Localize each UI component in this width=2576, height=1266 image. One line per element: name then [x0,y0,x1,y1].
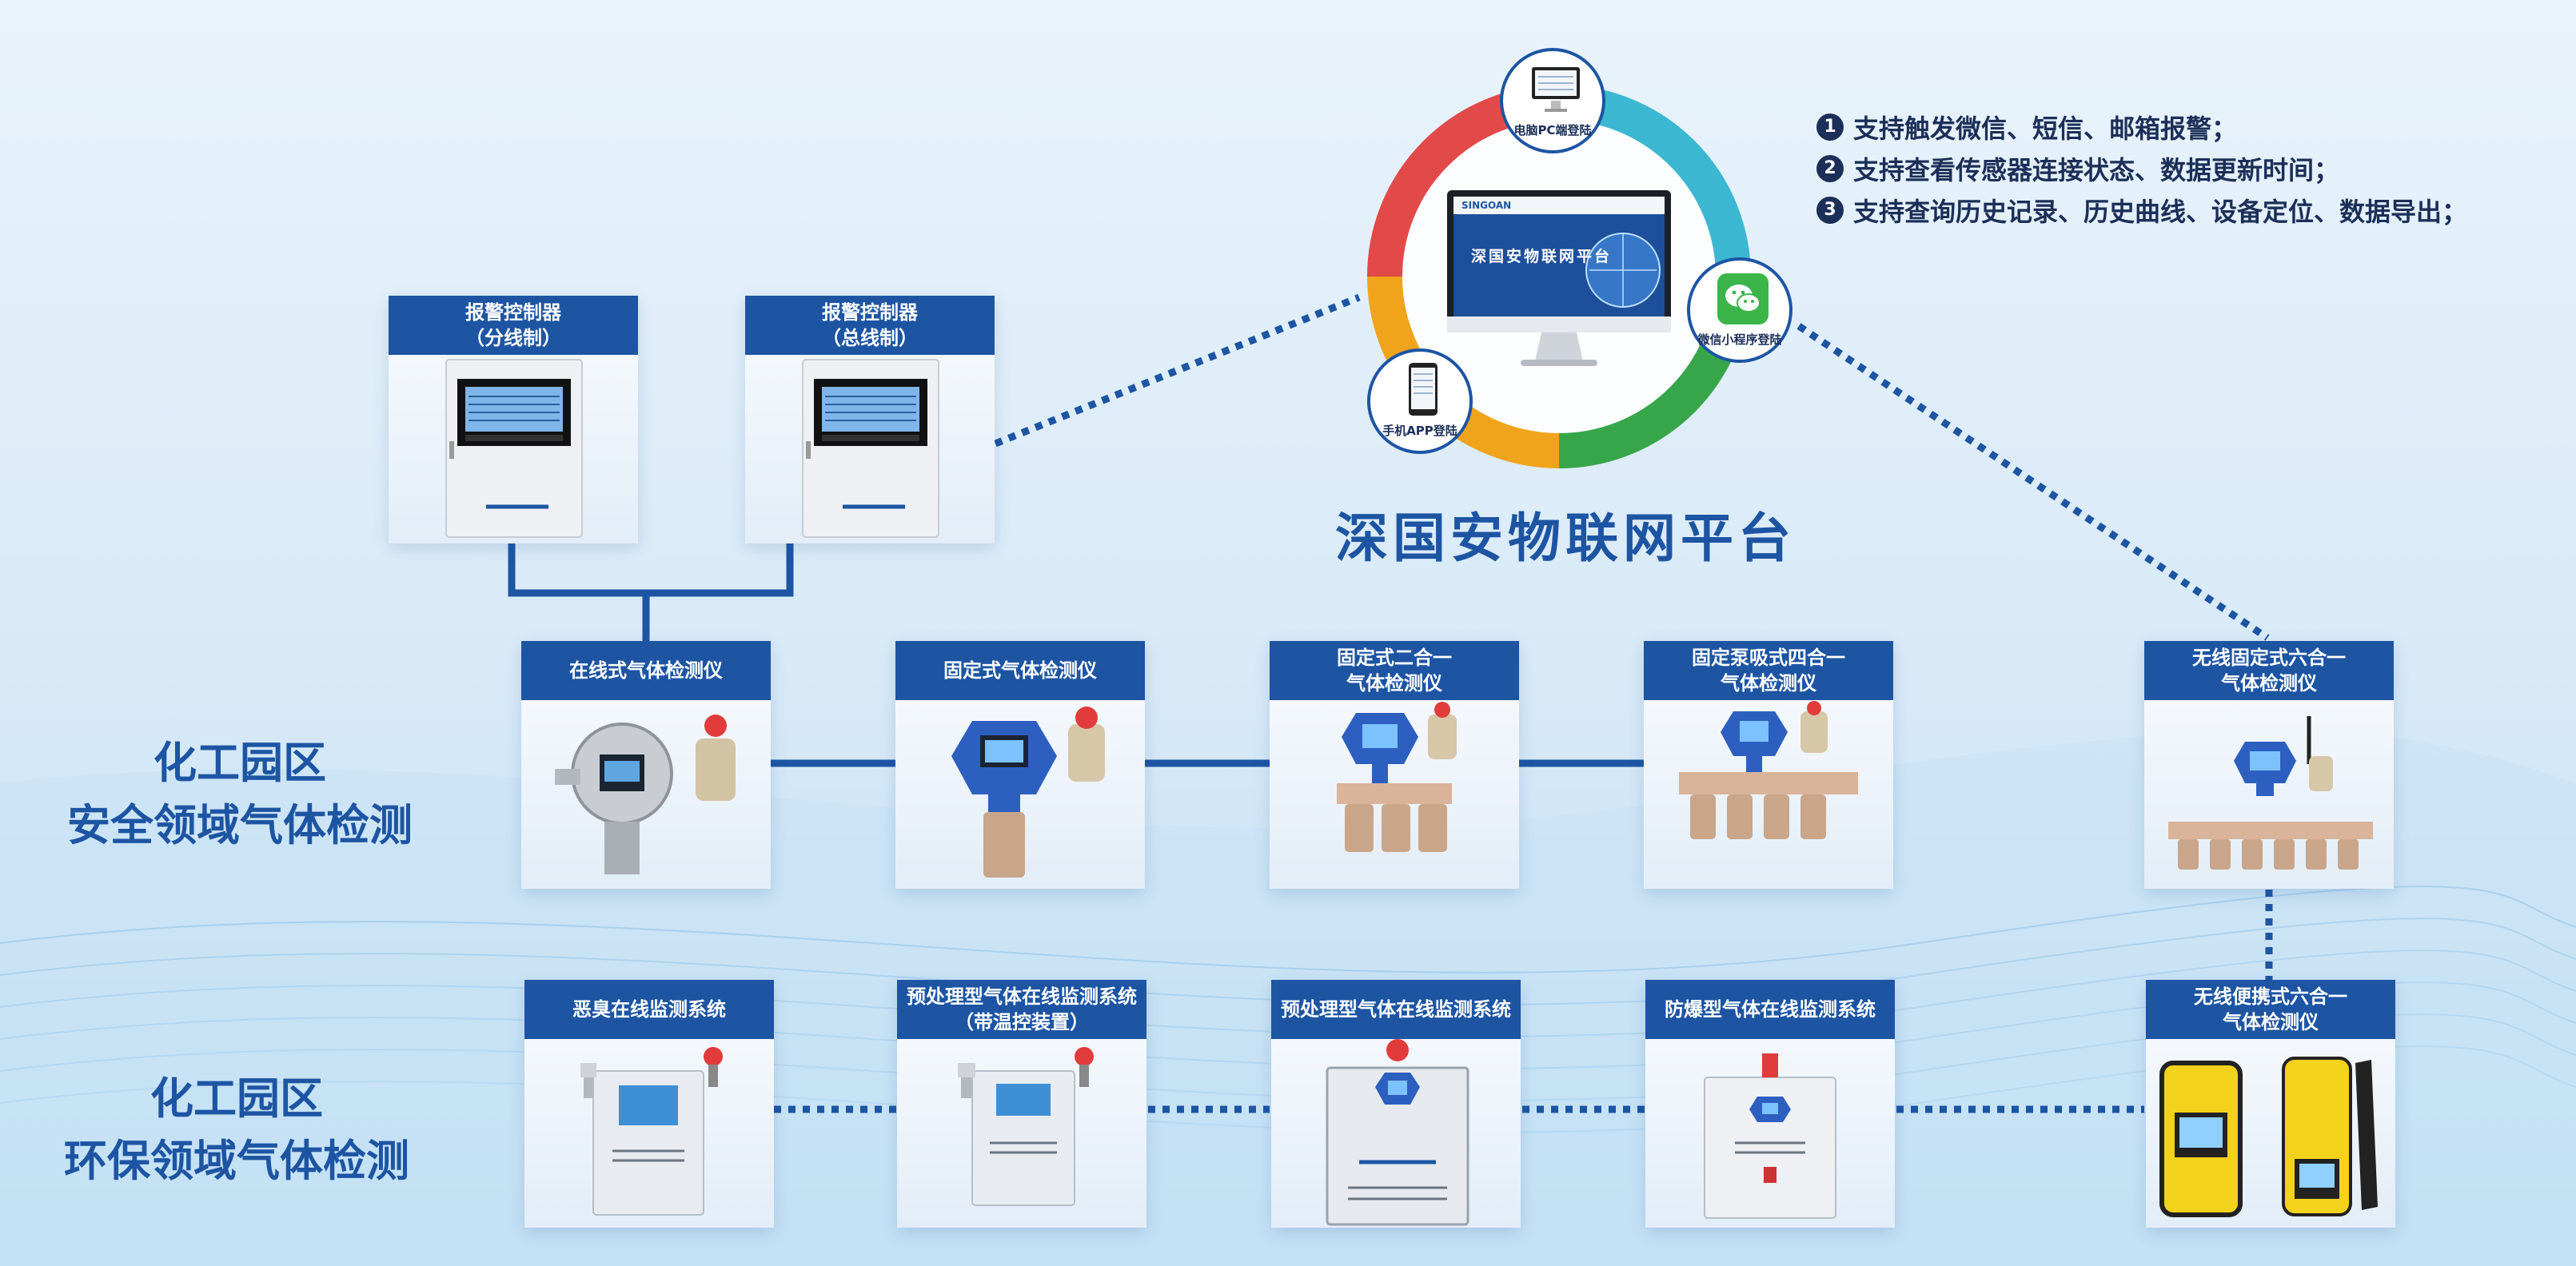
env-device-1-header: 恶臭在线监测系统 [524,980,774,1039]
monitor: SINGOAN 深国安物联网平台 [1447,190,1671,371]
env-device-2-image [897,1039,1146,1228]
safety-device-4-header: 固定泵吸式四合一 气体检测仪 [1644,641,1893,700]
environment-section-line1: 化工园区 [150,1073,323,1124]
safety-device-5-title: 无线固定式六合一 [2192,647,2346,669]
safety-section-line1: 化工园区 [154,738,326,788]
feature-3-text: 支持查询历史记录、历史曲线、设备定位、数据导出； [1853,197,2468,227]
wechat-login[interactable]: 微信小程序登陆 [1687,257,1792,363]
controller-card-1-header: 报警控制器 （分线制） [389,296,638,355]
pretreatment-monitoring-cabinet-icon [1326,1039,1469,1226]
pump-gas-detector-icon [1679,701,1858,839]
env-device-3-header: 预处理型气体在线监测系统 [1271,980,1521,1039]
safety-device-card-3[interactable]: 固定式二合一 气体检测仪 [1270,641,1519,889]
platform-title: 深国安物联网平台 [1335,508,1796,569]
env-device-5-subtitle: 气体检测仪 [2223,1011,2319,1033]
app-login[interactable]: 手机APP登陆 [1367,348,1473,454]
env-device-4-title: 防爆型气体在线监测系统 [1665,998,1876,1021]
safety-device-3-header: 固定式二合一 气体检测仪 [1270,641,1519,700]
safety-device-1-title: 在线式气体检测仪 [569,659,723,682]
env-device-card-4[interactable]: 防爆型气体在线监测系统 [1645,980,1895,1228]
monitor-screen-title: 深国安物联网平台 [1471,248,1613,265]
environment-section-line2: 环保领域气体检测 [64,1136,409,1186]
env-device-3-title: 预处理型气体在线监测系统 [1281,998,1511,1021]
app-login-label: 手机APP登陆 [1382,424,1457,438]
env-device-1-image [524,1039,774,1228]
computer-icon [1532,67,1580,112]
env-device-5-header: 无线便携式六合一 气体检测仪 [2146,980,2395,1039]
env-device-2-subtitle: （带温控装置） [955,1011,1089,1033]
controller-1-image [389,355,638,543]
wechat-icon [1717,273,1769,324]
controller-1-subtitle: （分线制） [465,327,561,349]
controller-2-subtitle: （总线制） [822,327,918,349]
feature-1-number: 1 [1816,113,1844,141]
dual-gas-detector-icon [1337,702,1457,852]
environment-section-label: 化工园区 环保领域气体检测 [29,1068,445,1192]
safety-device-card-1[interactable]: 在线式气体检测仪 [521,641,771,889]
safety-device-3-subtitle: 气体检测仪 [1346,672,1442,695]
wireless-six-gas-detector-icon [2168,716,2373,870]
safety-device-5-image [2144,700,2394,889]
safety-device-4-image [1644,700,1893,889]
env-device-2-title: 预处理型气体在线监测系统 [907,985,1137,1008]
safety-device-2-title: 固定式气体检测仪 [943,659,1097,682]
env-device-4-header: 防爆型气体在线监测系统 [1645,980,1895,1039]
controller-cabinet-icon [802,359,939,538]
feature-1: 1 支持触发微信、短信、邮箱报警； [1816,109,2237,145]
safety-device-3-title: 固定式二合一 [1337,647,1452,669]
safety-device-4-subtitle: 气体检测仪 [1721,672,1816,695]
feature-3-number: 3 [1816,197,1844,224]
safety-device-4-title: 固定泵吸式四合一 [1692,647,1845,669]
explosion-proof-cabinet-icon [1704,1053,1836,1219]
safety-device-card-2[interactable]: 固定式气体检测仪 [895,641,1145,889]
safety-device-2-image [895,700,1145,889]
feature-2-number: 2 [1816,155,1844,182]
env-device-card-5[interactable]: 无线便携式六合一 气体检测仪 [2146,980,2395,1228]
env-device-1-title: 恶臭在线监测系统 [572,998,726,1021]
env-device-card-3[interactable]: 预处理型气体在线监测系统 [1271,980,1521,1228]
monitor-brand: SINGOAN [1461,200,1512,211]
controller-card-2[interactable]: 报警控制器 （总线制） [745,296,995,543]
env-device-card-1[interactable]: 恶臭在线监测系统 [524,980,774,1228]
online-gas-detector-icon [555,715,736,874]
env-device-5-image [2146,1039,2395,1228]
phone-icon [1409,363,1438,416]
feature-1-text: 支持触发微信、短信、邮箱报警； [1853,113,2238,144]
controller-card-2-header: 报警控制器 （总线制） [745,296,995,355]
pc-login-label: 电脑PC端登陆 [1513,123,1592,137]
safety-device-5-header: 无线固定式六合一 气体检测仪 [2144,641,2394,700]
env-device-5-title: 无线便携式六合一 [2194,985,2347,1008]
safety-device-2-header: 固定式气体检测仪 [895,641,1145,700]
env-device-3-image [1271,1039,1521,1228]
safety-device-1-header: 在线式气体检测仪 [521,641,771,700]
feature-2-text: 支持查看传感器连接状态、数据更新时间； [1853,155,2340,185]
safety-section-line2: 安全领域气体检测 [67,800,413,850]
safety-device-5-subtitle: 气体检测仪 [2221,672,2317,695]
env-device-2-header: 预处理型气体在线监测系统 （带温控装置） [897,980,1146,1039]
env-device-4-image [1645,1039,1895,1228]
odor-monitoring-cabinet-icon [580,1047,723,1216]
safety-device-1-image [521,700,771,889]
wechat-login-label: 微信小程序登陆 [1697,332,1782,347]
pretreatment-cabinet-icon [958,1047,1094,1206]
fixed-gas-detector-icon [951,707,1105,878]
controller-2-title: 报警控制器 [822,301,918,324]
pc-login[interactable]: 电脑PC端登陆 [1500,48,1605,153]
portable-gas-detector-icon [2159,1057,2378,1217]
controller-2-image [745,355,995,543]
controller-card-1[interactable]: 报警控制器 （分线制） [389,296,638,543]
feature-3: 3 支持查询历史记录、历史曲线、设备定位、数据导出； [1816,192,2467,229]
controller-1-title: 报警控制器 [465,301,561,324]
safety-device-card-4[interactable]: 固定泵吸式四合一 气体检测仪 [1644,641,1893,889]
safety-section-label: 化工园区 安全领域气体检测 [32,732,448,857]
safety-device-3-image [1270,700,1519,889]
safety-device-card-5[interactable]: 无线固定式六合一 气体检测仪 [2144,641,2394,889]
feature-2: 2 支持查看传感器连接状态、数据更新时间； [1816,150,2339,187]
controller-cabinet-icon [445,359,583,538]
imac-icon [1447,190,1671,366]
env-device-card-2[interactable]: 预处理型气体在线监测系统 （带温控装置） [897,980,1146,1228]
